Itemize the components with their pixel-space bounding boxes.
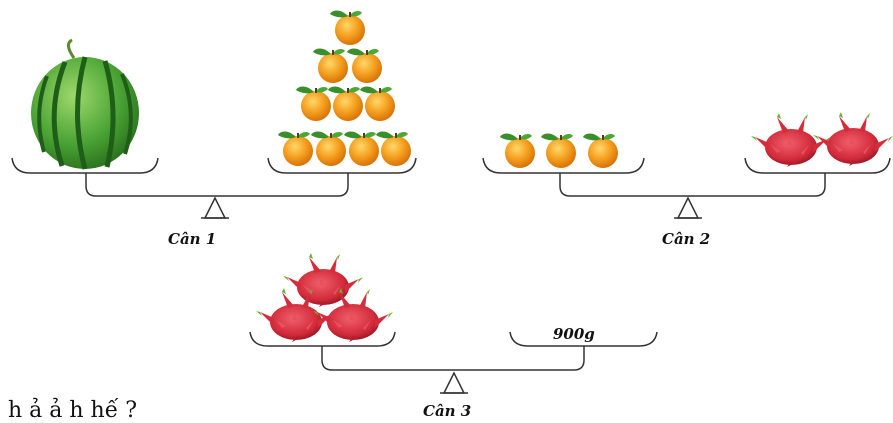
orange-icon: [344, 131, 379, 166]
dragon-fruit-icon: [813, 112, 893, 166]
orange-pyramid: [278, 10, 411, 166]
orange-icon: [376, 131, 411, 166]
orange-icon: [328, 86, 363, 121]
orange-icon: [360, 86, 395, 121]
scale-2: [482, 112, 893, 219]
orange-icon: [330, 10, 365, 45]
orange-icon: [311, 131, 346, 166]
dragon-fruit-icon: [283, 253, 363, 307]
cropped-question-text: h ả ả h hế ?: [8, 398, 138, 423]
orange-icon: [313, 48, 348, 83]
orange-icon: [500, 133, 535, 168]
orange-icon: [541, 133, 576, 168]
orange-icon: [583, 133, 618, 168]
scale-1: [11, 10, 417, 219]
orange-icon: [296, 86, 331, 121]
scale-2-label: Cân 2: [662, 230, 711, 248]
scale-3: [249, 253, 658, 394]
orange-icon: [347, 48, 382, 83]
scale-3-label: Cân 3: [423, 402, 472, 420]
watermelon-icon: [31, 38, 139, 170]
scale-1-label: Cân 1: [168, 230, 217, 248]
weight-label: 900g: [553, 325, 595, 343]
orange-icon: [278, 131, 313, 166]
